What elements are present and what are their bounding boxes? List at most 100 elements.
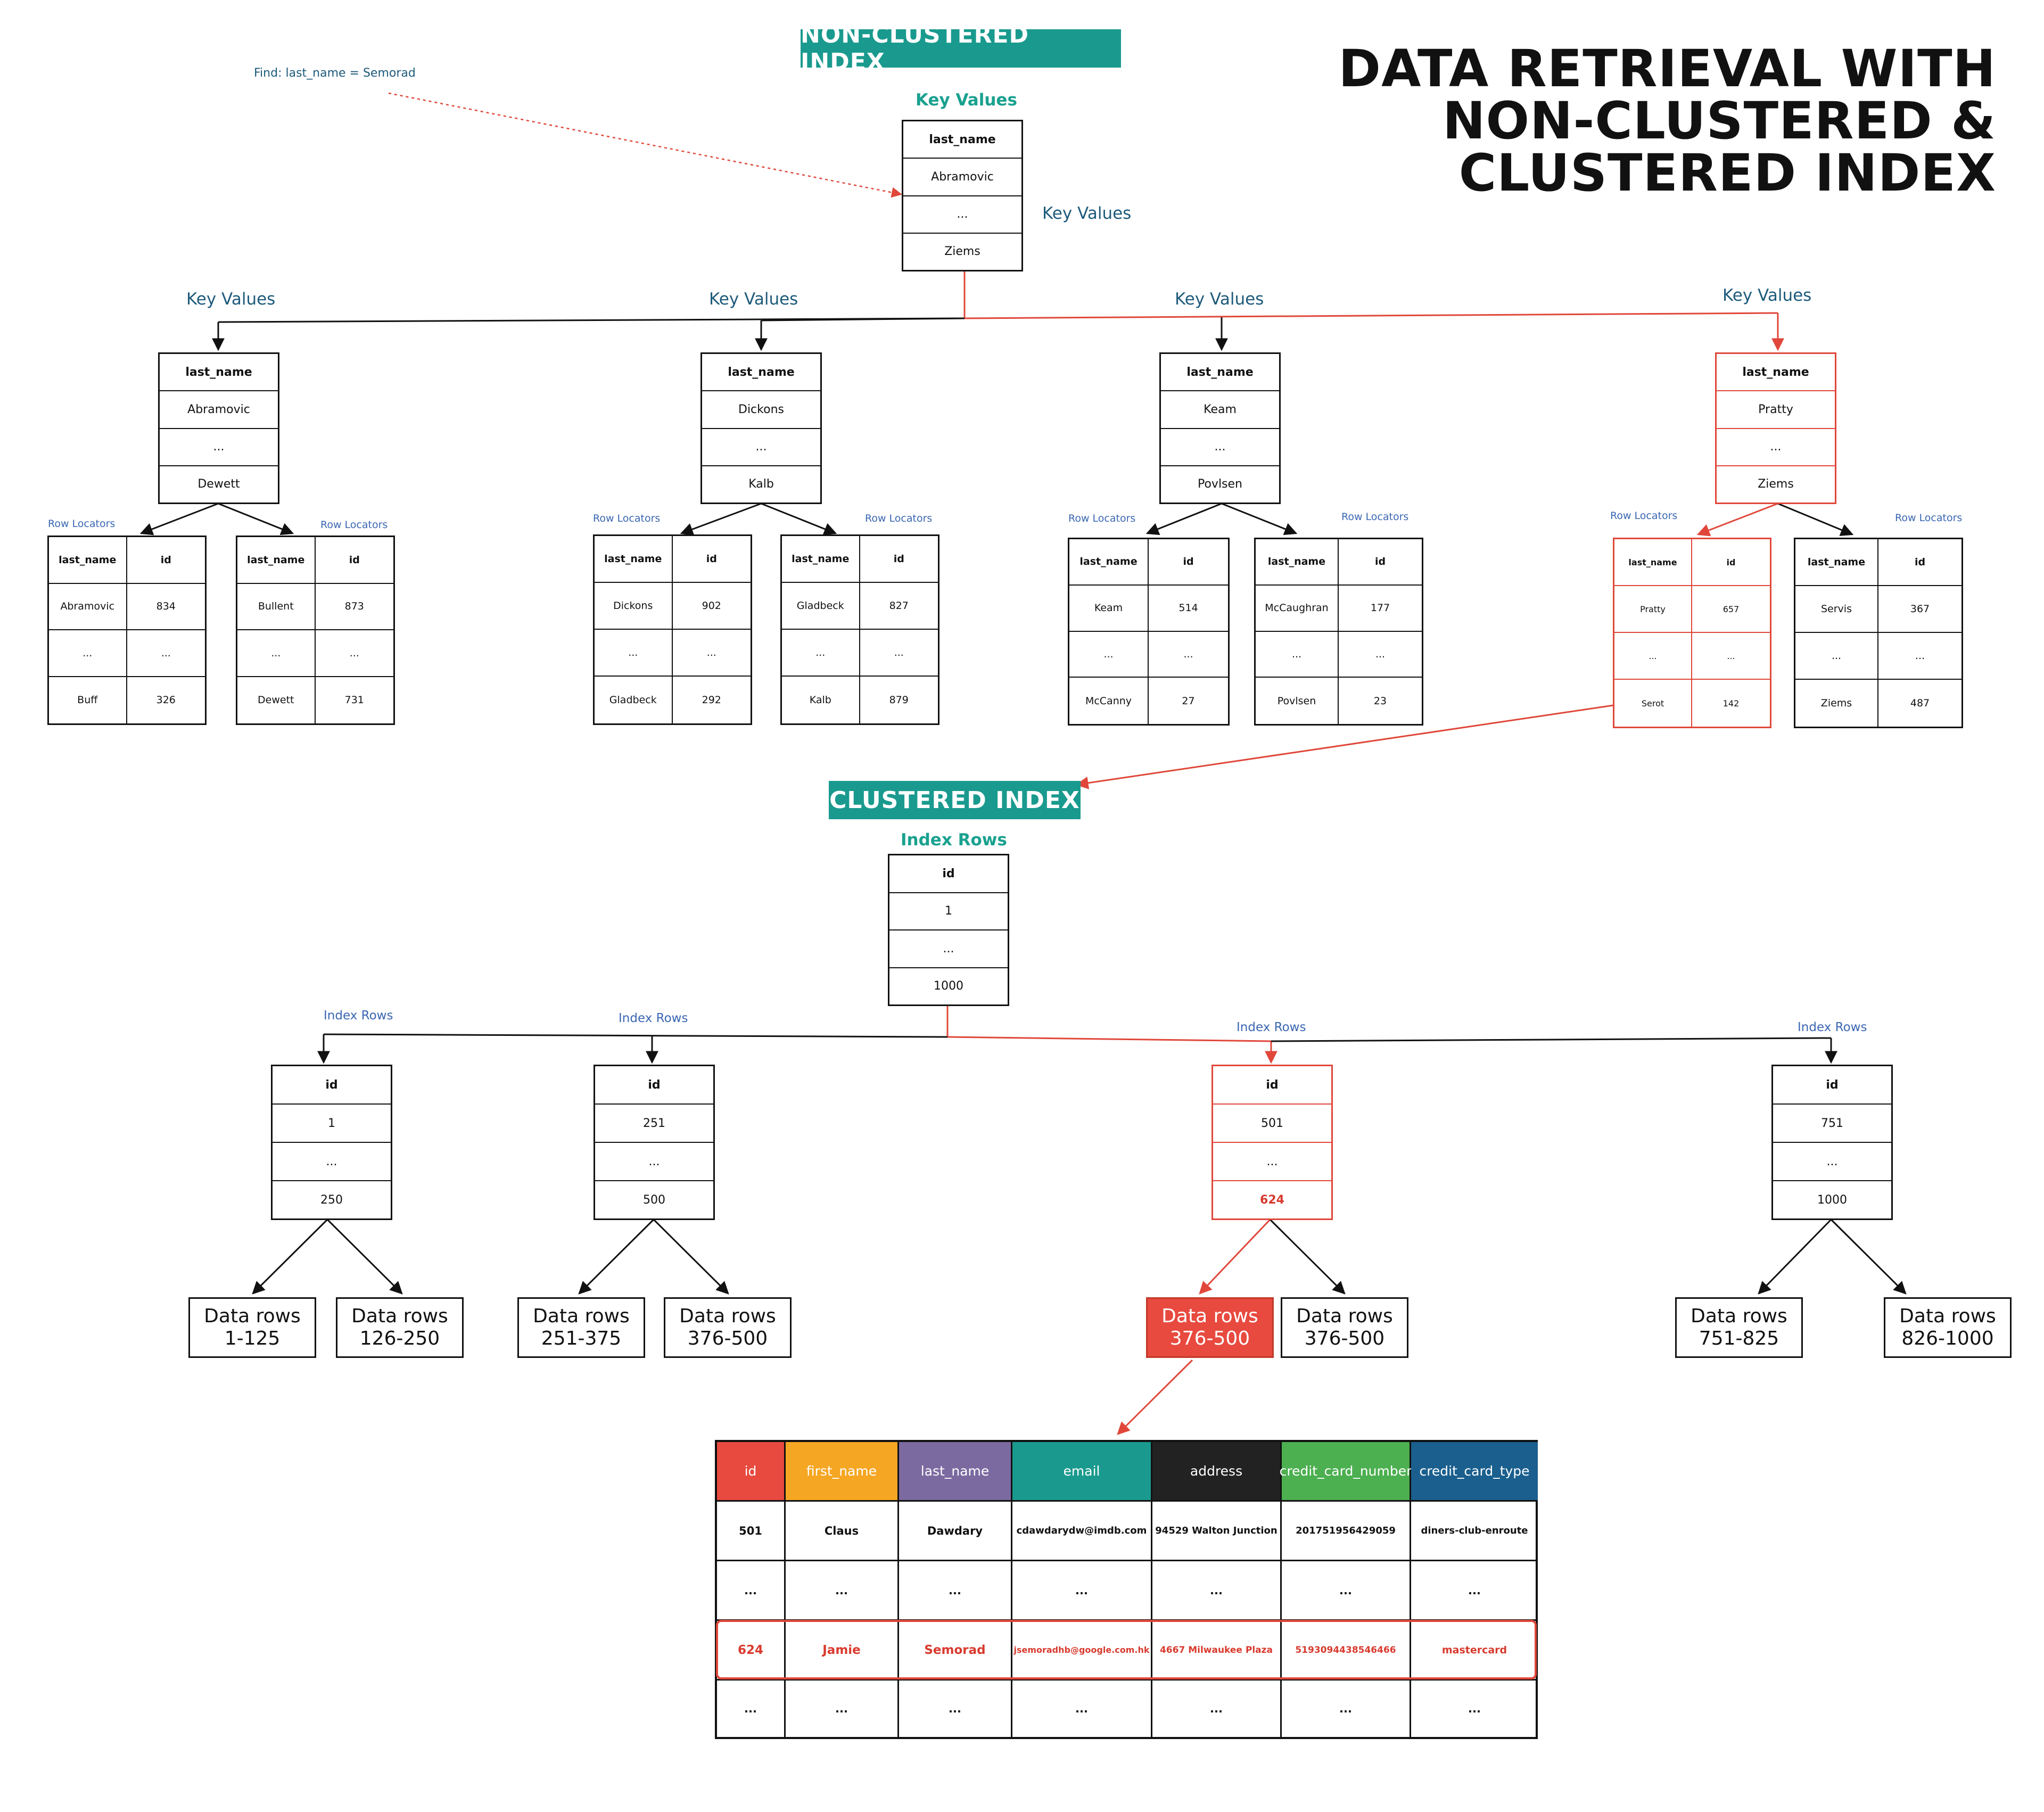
- leaf-cell: Bullent: [237, 583, 316, 630]
- leaf-cell: id: [1878, 539, 1961, 586]
- data-rows-range: 1-125: [224, 1328, 281, 1349]
- table-cell: ...: [1012, 1561, 1152, 1621]
- title-line-2: NON-CLUSTERED &: [1443, 91, 1996, 151]
- nc-leaf-6: last_name id McCaughran 177 ... ... Povl…: [1254, 538, 1423, 726]
- leaf-cell: last_name: [595, 536, 673, 583]
- node-cell: ...: [595, 1142, 713, 1180]
- row-locators-label: Row Locators: [865, 513, 933, 524]
- leaf-cell: ...: [127, 630, 205, 677]
- node-cell: id: [325, 1078, 338, 1092]
- cl-branch-label-3: Index Rows: [1237, 1020, 1306, 1034]
- nonclustered-index-badge: NON-CLUSTERED INDEX: [801, 21, 1121, 76]
- data-table: id first_name last_name email address cr…: [715, 1440, 1538, 1739]
- leaf-cell: ...: [237, 630, 316, 677]
- leaf-cell: ...: [1149, 632, 1228, 678]
- node-cell: last_name: [728, 365, 795, 379]
- leaf-cell: ...: [1692, 633, 1770, 680]
- cl-branch-label-2: Index Rows: [619, 1011, 688, 1025]
- nc-branch-node-4: last_name Pratty ... Ziems: [1715, 352, 1836, 504]
- leaf-cell: Dewett: [237, 677, 316, 723]
- data-rows-box: Data rows 751-825: [1675, 1297, 1803, 1358]
- data-rows-range: 826-1000: [1901, 1328, 1994, 1349]
- data-rows-title: Data rows: [679, 1305, 776, 1327]
- node-cell: Abramovic: [903, 158, 1021, 195]
- leaf-cell: last_name: [1614, 539, 1692, 586]
- leaf-cell: id: [1339, 539, 1422, 586]
- title-line-1: DATA RETRIEVAL WITH: [1338, 39, 1996, 98]
- data-rows-title: Data rows: [351, 1305, 448, 1327]
- node-cell: ...: [1161, 427, 1279, 465]
- leaf-cell: Serot: [1614, 680, 1692, 727]
- leaf-cell: id: [127, 537, 205, 584]
- table-cell: ...: [1282, 1561, 1411, 1621]
- nc-leaf-3: last_name id Dickons 902 ... ... Gladbec…: [593, 534, 752, 725]
- nc-leaf-2: last_name id Bullent 873 ... ... Dewett …: [236, 536, 395, 725]
- table-cell: Claus: [786, 1502, 899, 1561]
- cl-branch-node-3: id 501 ... 624: [1211, 1065, 1333, 1220]
- node-cell: ...: [1773, 1142, 1891, 1180]
- table-cell-highlighted: Jamie: [786, 1621, 899, 1681]
- nc-branch-label-4: Key Values: [1722, 286, 1812, 305]
- node-cell: Abramovic: [160, 390, 278, 427]
- nc-branch-node-1: last_name Abramovic ... Dewett: [158, 352, 279, 504]
- node-cell: Povlsen: [1161, 465, 1279, 503]
- leaf-cell: Servis: [1795, 586, 1878, 633]
- nc-root-label: Key Values: [916, 90, 1017, 110]
- row-locators-label: Row Locators: [48, 518, 116, 530]
- leaf-cell: Povlsen: [1256, 678, 1339, 724]
- nc-leaf-4: last_name id Gladbeck 827 ... ... Kalb 8…: [780, 534, 939, 725]
- leaf-cell: last_name: [782, 536, 860, 583]
- leaf-cell: Ziems: [1795, 680, 1878, 727]
- leaf-cell: Abramovic: [49, 583, 127, 630]
- data-rows-range: 251-375: [541, 1328, 622, 1349]
- node-cell: ...: [1717, 427, 1835, 465]
- nc-leaf-7: last_name id Pratty 657 ... ... Serot 14…: [1613, 538, 1771, 728]
- table-cell: diners-club-enroute: [1411, 1502, 1538, 1561]
- table-cell: ...: [899, 1561, 1012, 1621]
- leaf-cell: ...: [315, 630, 393, 677]
- leaf-cell: Gladbeck: [782, 583, 860, 630]
- leaf-cell: 873: [315, 584, 393, 630]
- locator-to-clustered-line: [1075, 704, 1614, 789]
- leaf-cell: 487: [1910, 697, 1930, 709]
- cl-root-node: id 1 ... 1000: [888, 854, 1009, 1006]
- leaf-cell: ...: [1878, 633, 1961, 680]
- node-cell: id: [648, 1078, 661, 1092]
- column-header: last_name: [899, 1442, 1012, 1502]
- column-header: credit_card_number: [1280, 1442, 1412, 1502]
- leaf-cell: last_name: [1256, 539, 1339, 586]
- leaf-cell: McCaughran: [1256, 585, 1339, 632]
- title-line-3: CLUSTERED INDEX: [1458, 143, 1996, 203]
- node-cell: ...: [702, 427, 820, 465]
- table-cell-highlighted: Semorad: [899, 1621, 1012, 1681]
- table-cell: ...: [717, 1681, 786, 1737]
- table-cell-highlighted: 4667 Milwaukee Plaza: [1152, 1621, 1282, 1681]
- node-cell: 251: [595, 1103, 713, 1142]
- leaf-cell: ...: [1795, 633, 1878, 680]
- leaf-cell: 292: [702, 694, 721, 706]
- table-cell: ...: [1411, 1561, 1538, 1621]
- find-query-label: Find: last_name = Semorad: [254, 67, 416, 80]
- leaf-cell: id: [1692, 539, 1770, 586]
- data-rows-box: Data rows 376-500: [1281, 1297, 1408, 1358]
- data-rows-box: Data rows 376-500: [664, 1297, 792, 1358]
- node-cell: Dewett: [160, 465, 278, 503]
- leaf-cell: id: [860, 536, 938, 583]
- leaf-cell: Buff: [49, 677, 127, 723]
- leaf-cell: 902: [672, 583, 751, 630]
- node-cell: 1: [889, 892, 1008, 930]
- row-locators-label: Row Locators: [320, 519, 388, 531]
- data-rows-title: Data rows: [1691, 1305, 1787, 1327]
- node-cell: id: [1826, 1078, 1839, 1092]
- leaf-cell: Gladbeck: [595, 677, 673, 723]
- data-rows-box: Data rows 826-1000: [1884, 1297, 2012, 1358]
- node-cell: ...: [889, 929, 1008, 967]
- nc-branch-node-3: last_name Keam ... Povlsen: [1159, 352, 1281, 504]
- leaf-cell: 834: [127, 584, 205, 630]
- node-cell: 1: [273, 1103, 391, 1142]
- leaf-cell: ...: [595, 630, 673, 677]
- find-pointer-line: [388, 92, 902, 198]
- data-rows-range: 126-250: [359, 1328, 440, 1349]
- node-cell: 1000: [1773, 1180, 1891, 1218]
